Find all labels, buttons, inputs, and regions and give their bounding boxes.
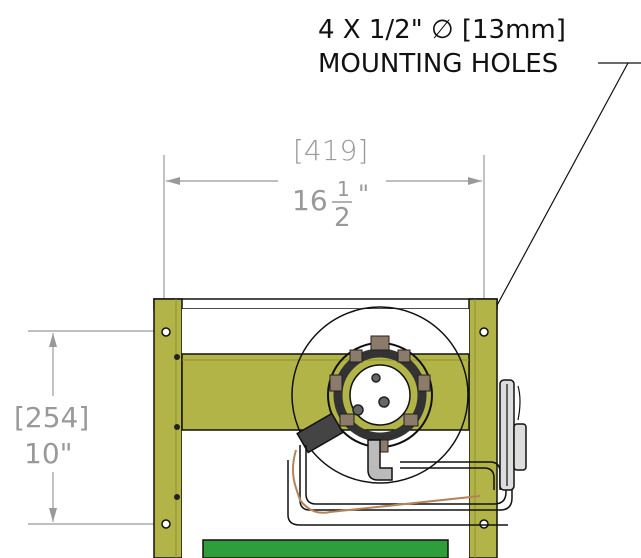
height-imperial: 10" xyxy=(24,437,73,470)
valve-body xyxy=(296,412,344,454)
right-side-bracket-detail xyxy=(506,384,521,486)
manifold-ring xyxy=(333,348,427,442)
green-panel xyxy=(202,539,449,558)
copper-tube xyxy=(292,449,481,514)
width-inch-mark: " xyxy=(358,180,369,208)
width-fraction-numerator: 1 xyxy=(337,177,350,201)
width-fraction-denominator: 2 xyxy=(334,203,351,233)
mounting-hole-bottom-right xyxy=(479,519,489,529)
mounting-hole-bottom-left xyxy=(161,519,171,529)
elbow-valve xyxy=(367,439,393,481)
manifold-ring-inner xyxy=(349,364,411,426)
manifold-center-parts xyxy=(352,373,390,416)
width-metric: [419] xyxy=(293,134,368,167)
bolt-left-lower xyxy=(174,424,180,430)
mounting-hole-top-left xyxy=(161,327,171,337)
frame-top-rail xyxy=(153,298,498,310)
right-side-bracket xyxy=(499,379,527,491)
tank-outer-circle xyxy=(291,306,469,484)
bolt-left-bottom xyxy=(174,494,180,500)
callout-line2: MOUNTING HOLES xyxy=(318,49,558,79)
width-imperial-whole: 16 xyxy=(292,184,328,217)
bolt-left-upper xyxy=(174,354,180,360)
mounting-hole-top-right xyxy=(479,327,489,337)
callout-line1: 4 X 1/2" ∅ [13mm] xyxy=(318,15,566,45)
frame-right-post xyxy=(468,298,498,558)
callout-leader-diagonal xyxy=(487,62,629,323)
height-metric: [254] xyxy=(14,401,89,434)
